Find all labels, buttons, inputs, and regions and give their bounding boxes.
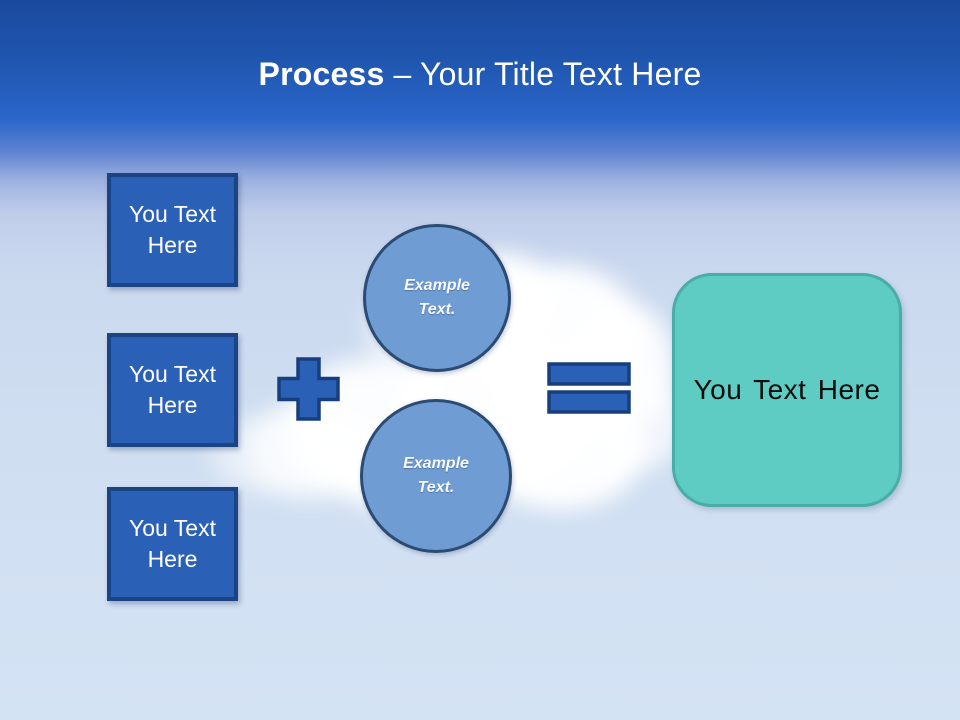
result-box[interactable]: You Text Here [672, 273, 902, 507]
equals-icon[interactable] [547, 362, 631, 419]
cloud-puff [595, 370, 685, 470]
input-box-1-label: You Text Here [129, 200, 216, 258]
input-box-2[interactable]: You Text Here [107, 333, 238, 447]
input-box-1[interactable]: You Text Here [107, 173, 238, 287]
plus-icon[interactable] [277, 357, 340, 426]
slide-title-rest: – Your Title Text Here [393, 56, 702, 92]
example-circle-1-label: Example Text. [404, 277, 470, 318]
input-box-2-label: You Text Here [129, 360, 216, 418]
slide-title[interactable]: Process– Your Title Text Here [0, 54, 960, 94]
input-box-3-label: You Text Here [129, 514, 216, 572]
example-circle-1[interactable]: Example Text. [363, 224, 511, 372]
result-box-label: You Text Here [693, 374, 881, 405]
input-box-3[interactable]: You Text Here [107, 487, 238, 601]
example-circle-2[interactable]: Example Text. [360, 399, 512, 553]
slide-title-emphasis: Process [258, 56, 385, 92]
example-circle-2-label: Example Text. [403, 455, 469, 496]
